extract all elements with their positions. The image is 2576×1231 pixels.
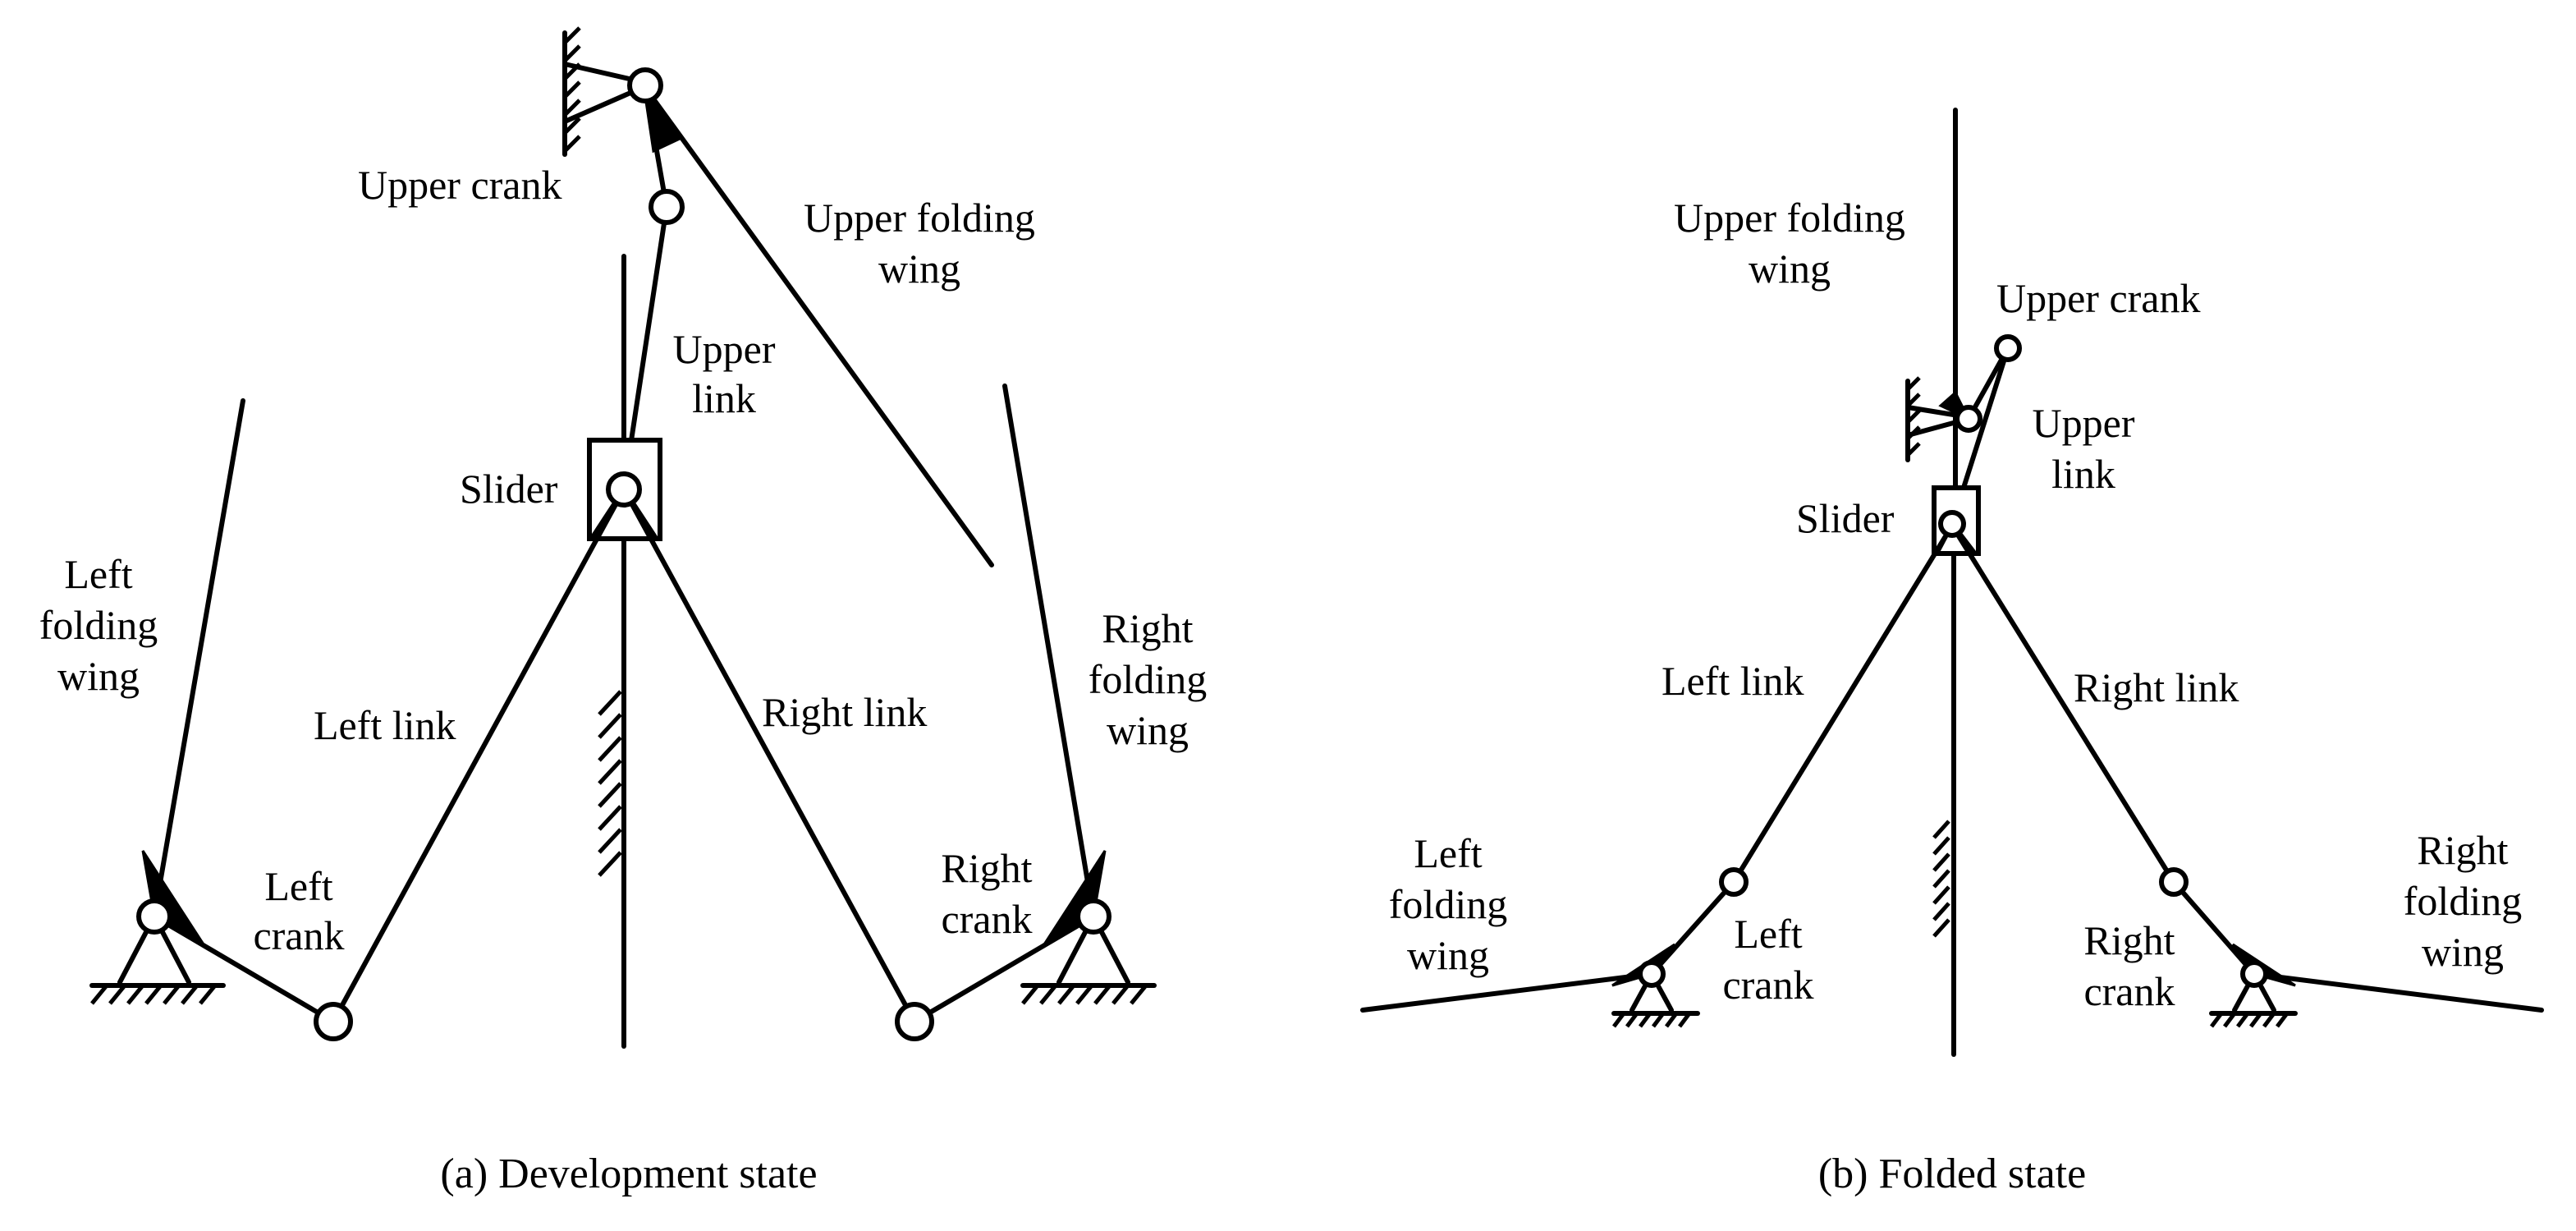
guide-ground-hatch xyxy=(1932,820,1950,938)
left-pivot-joint xyxy=(136,898,172,935)
caption-folded-state: (b) Folded state xyxy=(1818,1151,2086,1197)
upper-crank-joint xyxy=(1994,334,2022,362)
left-pivot-joint xyxy=(1638,960,1666,988)
label-upper-crank: Upper crank xyxy=(1996,275,2201,321)
right-link xyxy=(621,487,917,1024)
upper-crank xyxy=(643,83,669,209)
label-right-link: Right link xyxy=(2074,664,2239,710)
upper-crank-joint xyxy=(649,189,685,225)
right-crank-joint xyxy=(895,1002,934,1041)
label-upper-crank: Upper crank xyxy=(358,162,562,208)
label-left-link: Left link xyxy=(314,702,456,748)
left-crank-joint xyxy=(314,1002,353,1041)
right-link xyxy=(1950,523,2176,884)
slider-joint xyxy=(1938,510,1966,538)
upper-pivot-joint xyxy=(1955,405,1982,433)
right-pivot-joint xyxy=(2240,960,2268,988)
guide-ground-hatch xyxy=(598,690,622,877)
upper-pivot-joint xyxy=(627,67,663,103)
slider-joint xyxy=(606,471,642,508)
right-pivot-joint xyxy=(1075,898,1112,935)
upper-folding-wing xyxy=(641,83,994,567)
left-crank-joint xyxy=(1719,867,1749,897)
left-link xyxy=(1731,523,1955,884)
left-crank-assembly xyxy=(89,398,336,1024)
caption-development-state: (a) Development state xyxy=(440,1151,817,1197)
label-slider: Slider xyxy=(1796,495,1895,541)
label-slider: Slider xyxy=(460,466,558,512)
label-left-link: Left link xyxy=(1662,658,1804,704)
left-link xyxy=(331,487,626,1024)
label-right-link: Right link xyxy=(762,689,927,735)
right-crank-joint xyxy=(2159,867,2189,897)
